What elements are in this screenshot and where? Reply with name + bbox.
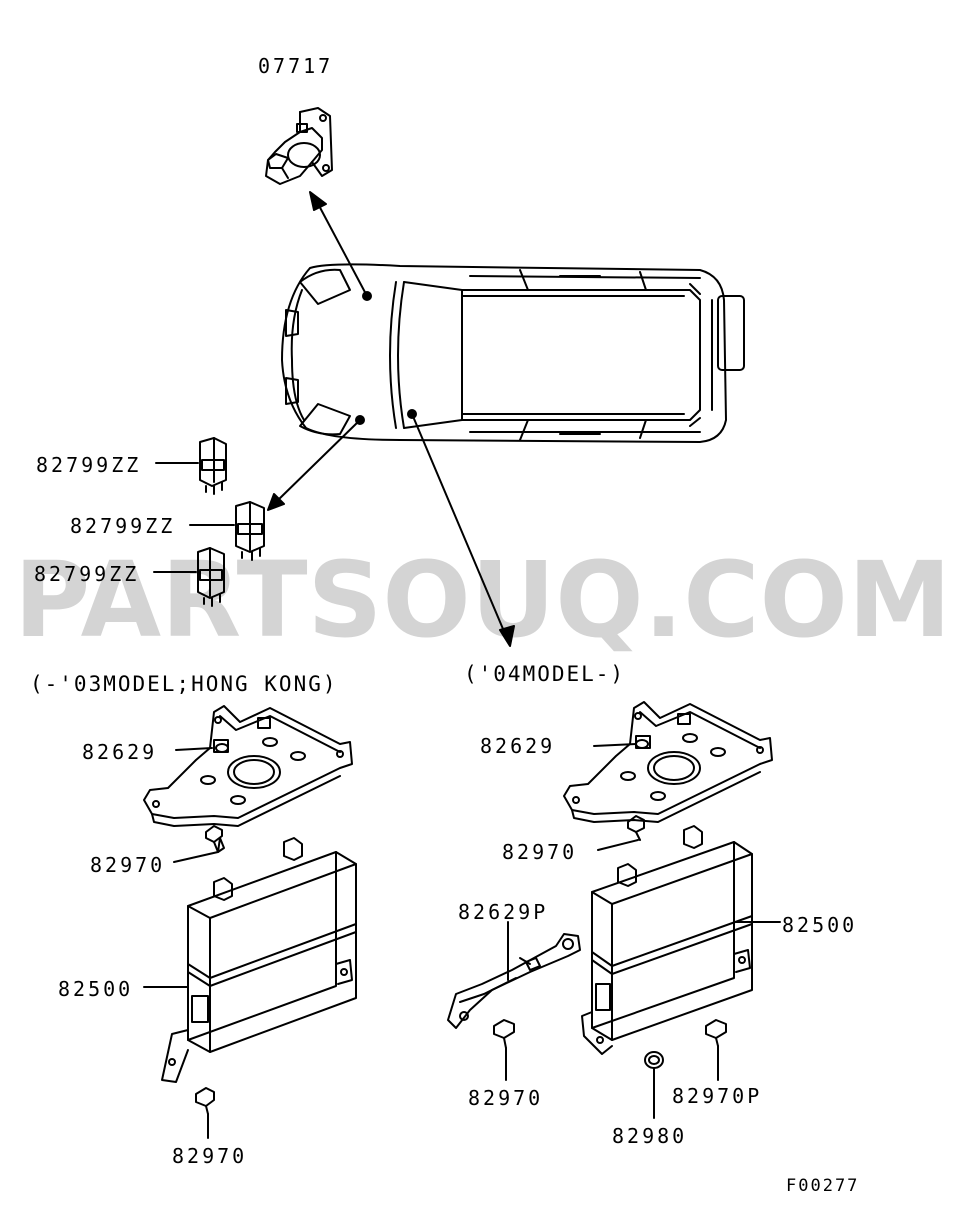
arrow-07717 <box>315 199 368 297</box>
right-bracket-82629p[interactable] <box>447 933 581 1029</box>
label-left-82970-upper[interactable]: 82970 <box>90 853 166 877</box>
label-right-82629p[interactable]: 82629P <box>458 900 549 924</box>
relay-82799zz-2[interactable] <box>235 501 265 561</box>
left-bolt-82970-upper[interactable] <box>205 825 225 853</box>
label-right-82970p[interactable]: 82970P <box>672 1084 763 1108</box>
part-07717-sensor-drawing[interactable] <box>265 107 333 185</box>
label-left-82500[interactable]: 82500 <box>58 977 134 1001</box>
label-left-82970-lower[interactable]: 82970 <box>172 1144 248 1168</box>
watermark: PARTSOUQ.COM <box>14 539 952 661</box>
arrow-relays <box>275 419 361 503</box>
label-82799zz-3[interactable]: 82799ZZ <box>34 562 140 586</box>
label-left-82629[interactable]: 82629 <box>82 740 158 764</box>
label-82799zz-1[interactable]: 82799ZZ <box>36 453 142 477</box>
right-ecu-82500[interactable] <box>581 825 753 1055</box>
label-right-82629[interactable]: 82629 <box>480 734 556 758</box>
left-bolt-82970-lower[interactable] <box>195 1087 215 1115</box>
relay-82799zz-1[interactable] <box>199 437 227 495</box>
right-grommet-82980[interactable] <box>644 1051 664 1069</box>
right-bolt-82970p[interactable] <box>705 1019 727 1047</box>
label-82799zz-2[interactable]: 82799ZZ <box>70 514 176 538</box>
label-right-82970-upper[interactable]: 82970 <box>502 840 578 864</box>
label-07717[interactable]: 07717 <box>258 54 334 78</box>
left-ecu-82500[interactable] <box>161 837 357 1083</box>
label-right-82500[interactable]: 82500 <box>782 913 858 937</box>
arrow-04model <box>411 413 507 637</box>
caption-right-model: ('04MODEL-) <box>464 662 626 686</box>
right-bolt-82970-lower[interactable] <box>493 1019 515 1049</box>
right-bolt-82970-upper[interactable] <box>627 815 645 841</box>
figure-code: F00277 <box>786 1176 860 1196</box>
right-bracket-82629[interactable] <box>563 701 773 823</box>
vehicle-top-view <box>281 263 745 443</box>
label-right-82980[interactable]: 82980 <box>612 1124 688 1148</box>
left-bracket-82629[interactable] <box>143 705 353 827</box>
caption-left-model: (-'03MODEL;HONG KONG) <box>30 672 338 696</box>
label-right-82970-lower[interactable]: 82970 <box>468 1086 544 1110</box>
relay-82799zz-3[interactable] <box>197 547 225 607</box>
